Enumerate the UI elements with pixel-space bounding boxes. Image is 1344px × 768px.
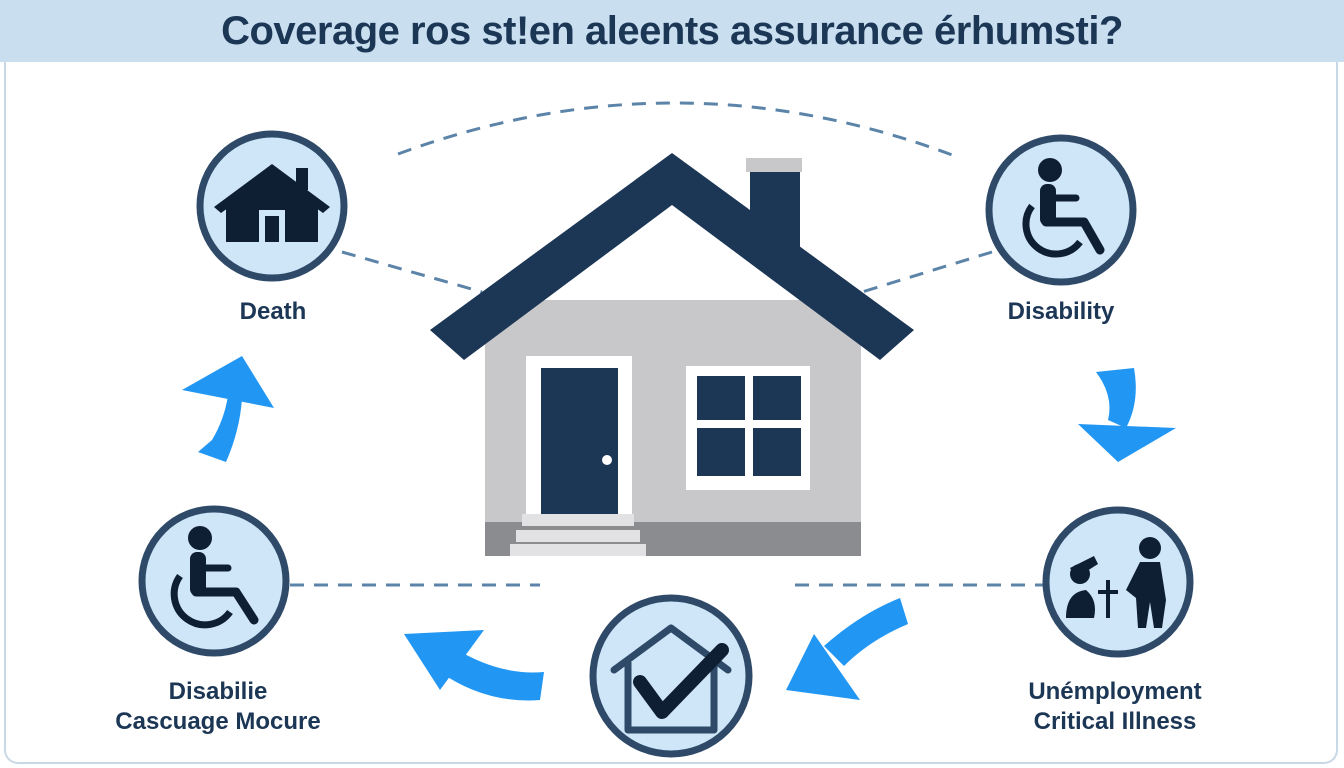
disability-label: Disability (1007, 298, 1115, 325)
diagram-frame (4, 62, 1338, 764)
window-pane (697, 376, 745, 420)
unemployment-label-line1: Unémployment (1028, 678, 1202, 705)
window-pane (753, 376, 801, 420)
house-step (522, 514, 634, 526)
death-label: Death (239, 298, 307, 325)
coverage-node-circle (589, 594, 753, 758)
house-step (516, 530, 640, 542)
house-step (510, 544, 646, 556)
disability-connector (861, 250, 993, 294)
house-door (541, 368, 618, 514)
wheelchair-icon (1022, 158, 1105, 258)
disabilie-label-line2: Cascuage Mocure (115, 708, 321, 735)
dashed-connectors (290, 101, 1045, 587)
disabilie-node-circle (138, 505, 290, 657)
house-icon (214, 164, 330, 242)
window-pane (697, 428, 745, 476)
wheelchair-icon (170, 526, 259, 629)
window-pane (753, 428, 801, 476)
arrow-left-lower (786, 598, 908, 700)
chimney-cap (746, 158, 802, 172)
arrow-up-left (182, 356, 274, 462)
disabilie-label-line1: Disabilie (168, 678, 268, 705)
disability-node-circle (985, 134, 1137, 286)
diagram-title: Coverage ros st!en aleents assurance érh… (221, 8, 1123, 53)
top-arc-connector (397, 101, 961, 160)
arrow-down-right (1078, 368, 1176, 462)
unemployment-label-line2: Critical Illness (1033, 708, 1197, 735)
door-knob (602, 455, 612, 465)
flow-arrows (182, 356, 1176, 701)
death-connector (341, 250, 483, 294)
house-roof (430, 153, 914, 360)
unemployment-node (1042, 506, 1194, 658)
unemployment-people-icon (1066, 537, 1166, 628)
title-bar: Coverage ros st!en aleents assurance érh… (0, 0, 1344, 62)
central-house-icon (430, 153, 914, 556)
death-node (196, 130, 348, 282)
disabilie-node (138, 505, 290, 657)
disability-node (985, 134, 1137, 286)
unemployment-node-circle (1042, 506, 1194, 658)
coverage-node (589, 594, 753, 758)
house-check-icon (610, 624, 732, 734)
arrow-left (404, 630, 544, 701)
